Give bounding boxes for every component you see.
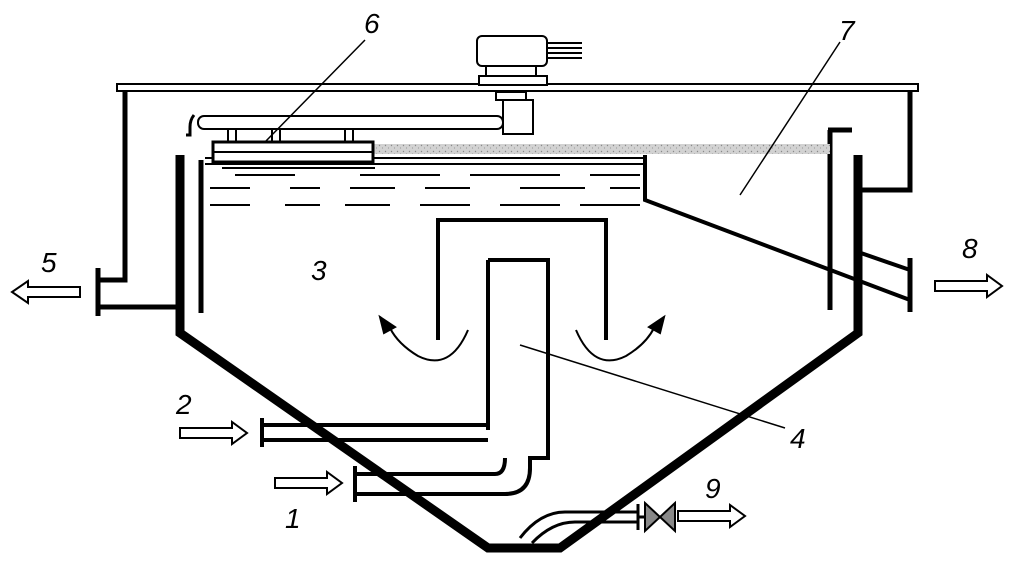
- inlet-1-arrow: [274, 470, 344, 496]
- right-channel-pipe: [860, 92, 913, 193]
- valve-icon: [644, 500, 676, 534]
- label-6: 6: [364, 8, 380, 39]
- sludge-discharge-pipe: [518, 504, 645, 545]
- reagent-inlet-pipe: [260, 418, 488, 447]
- label-3: 3: [311, 255, 327, 286]
- outlet-5-arrow: [10, 279, 81, 305]
- drive-motor: [476, 35, 582, 135]
- label-2: 2: [175, 389, 192, 420]
- foam-skimmer: [211, 140, 375, 169]
- collecting-tray: [643, 155, 911, 302]
- outlet-9-arrow: [677, 503, 747, 529]
- label-5: 5: [41, 247, 57, 278]
- central-inlet-pipe: [353, 258, 550, 502]
- foam-layer: [372, 144, 830, 154]
- flocculation-chamber: [436, 218, 608, 340]
- inlet-2-arrow: [179, 420, 249, 446]
- label-4: 4: [790, 423, 806, 454]
- label-9: 9: [705, 473, 721, 504]
- label-1: 1: [285, 503, 301, 534]
- leader-lines: [264, 39, 841, 429]
- flow-arrows: [378, 314, 666, 362]
- left-hook: [186, 114, 196, 137]
- scraper-arm: [197, 115, 504, 143]
- right-baffle: [827, 127, 852, 310]
- outlet-8-arrow: [934, 273, 1004, 299]
- left-outlet-pipe: [95, 92, 178, 316]
- tank-body: [175, 155, 863, 553]
- water-surface: [205, 157, 645, 206]
- label-7: 7: [839, 15, 856, 46]
- label-8: 8: [962, 233, 978, 264]
